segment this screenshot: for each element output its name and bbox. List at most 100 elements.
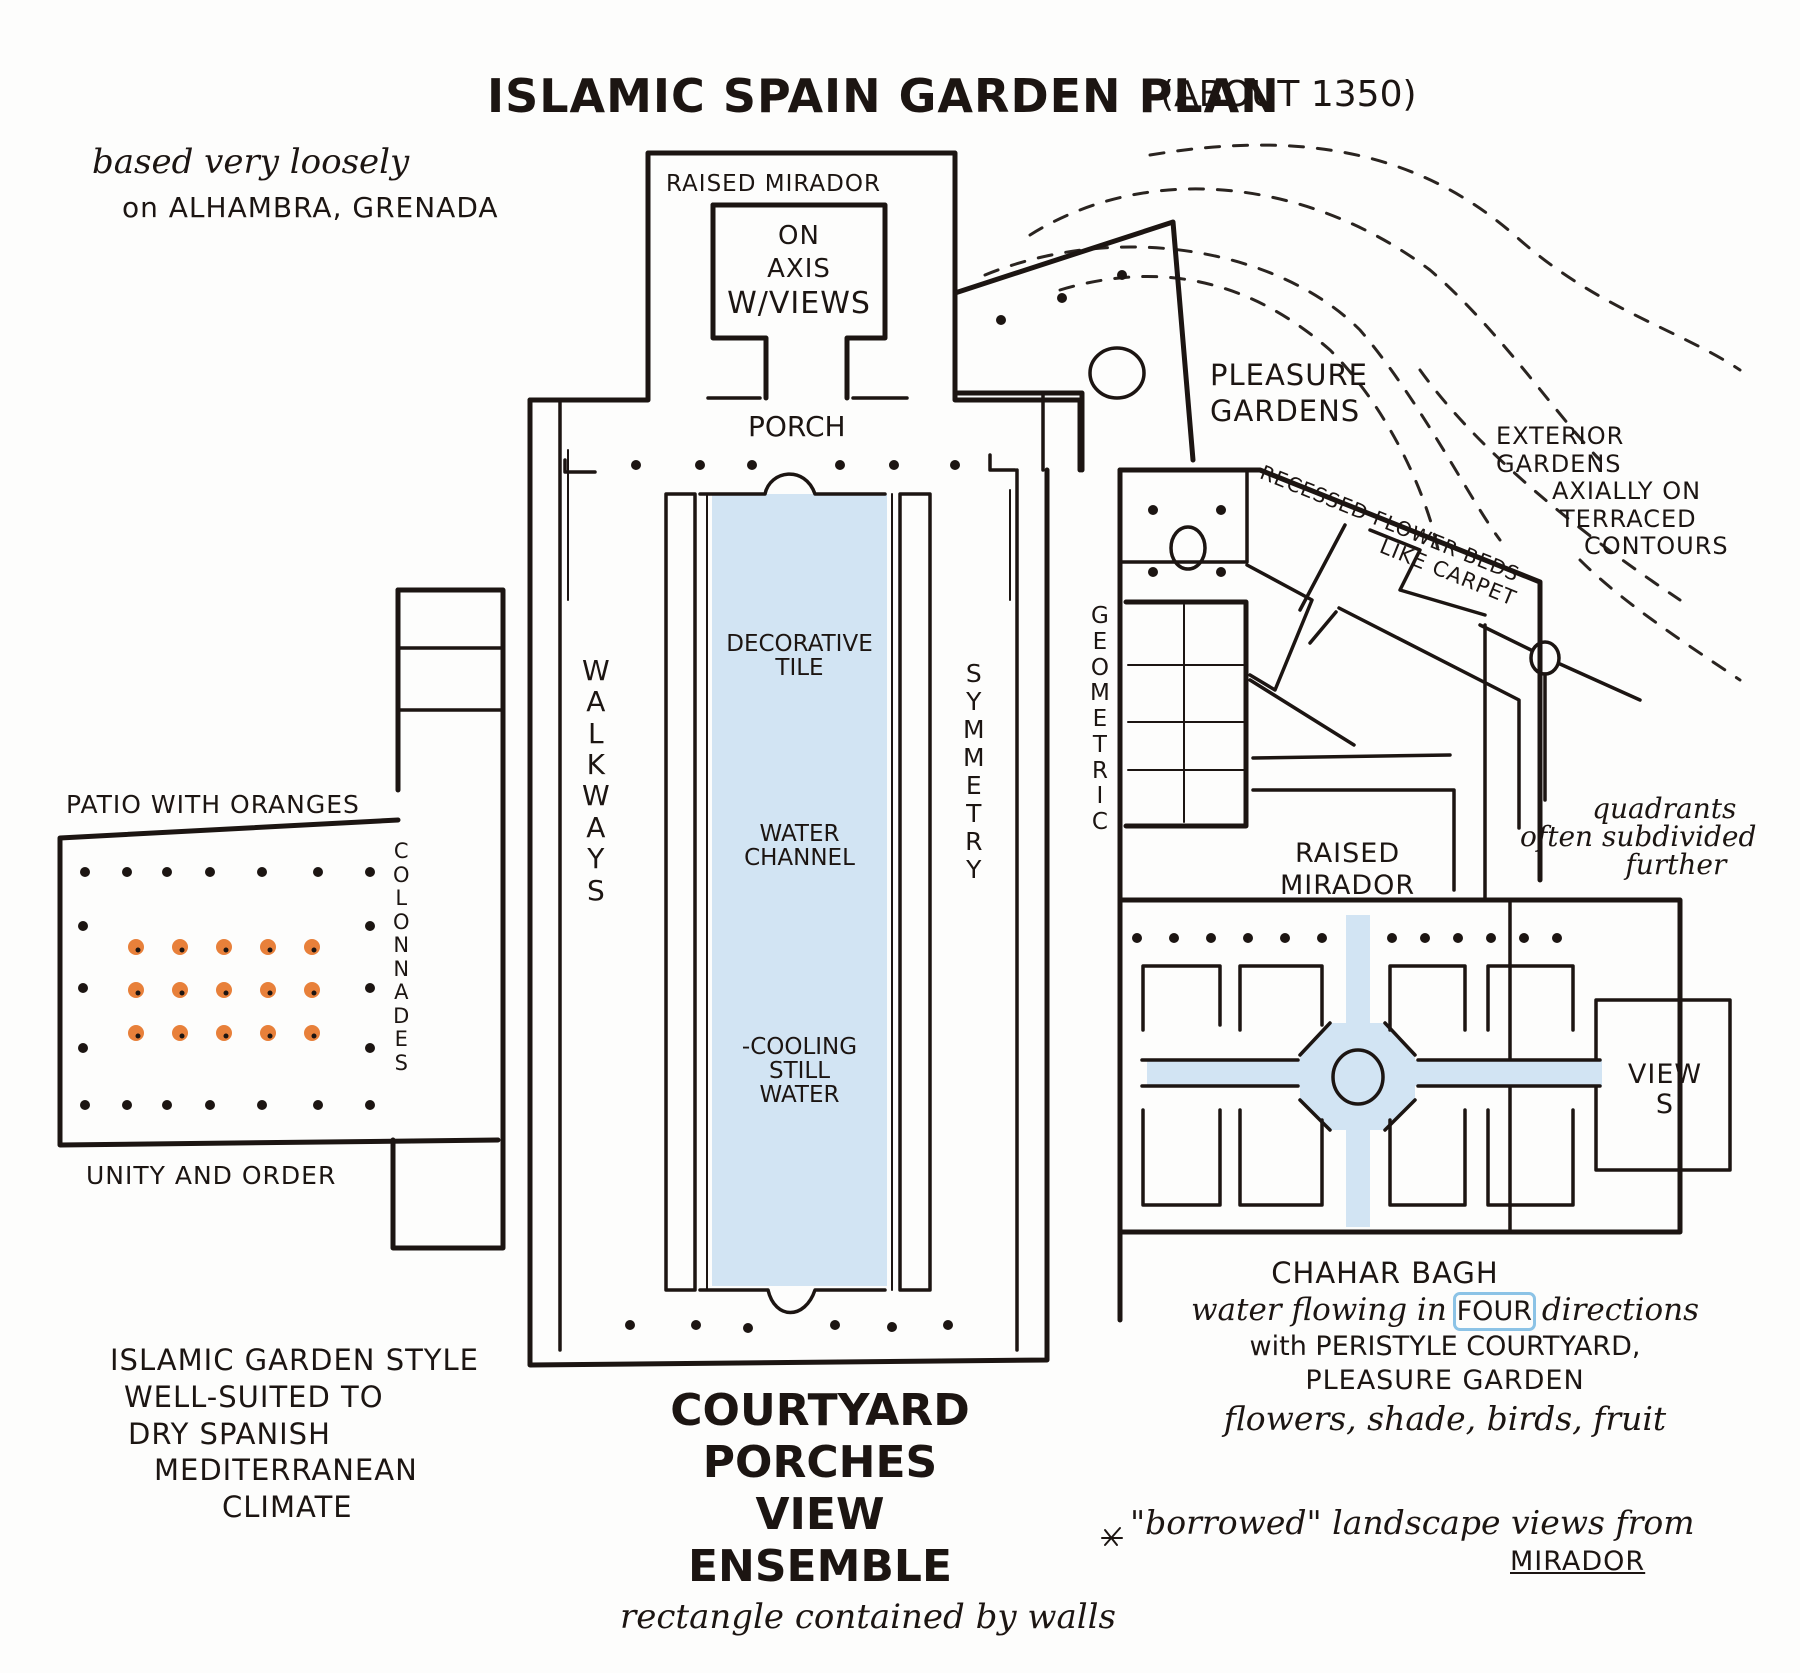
chahar-bagh-line1: water flowing in FOUR directions xyxy=(1165,1291,1725,1332)
channel-label-line: WATER xyxy=(759,1082,840,1109)
orange-tree xyxy=(128,982,144,998)
orange-tree xyxy=(128,1025,144,1041)
star-icon xyxy=(1101,1527,1123,1546)
courtyard-caption: COURTYARD PORCHES VIEW ENSEMBLE xyxy=(660,1385,980,1593)
patio-column xyxy=(80,867,90,877)
water-channel-label: WATER CHANNEL xyxy=(712,822,887,870)
peristyle-column xyxy=(1486,933,1496,943)
views-box-line: VIEW xyxy=(1627,1059,1703,1090)
orange-tree-trunk xyxy=(311,1033,317,1039)
chahar-bagh-line2: with PERISTYLE COURTYARD, xyxy=(1249,1331,1641,1362)
peristyle-column xyxy=(1280,933,1290,943)
porch-label: PORCH xyxy=(748,410,846,443)
peristyle-column xyxy=(1317,933,1327,943)
geometric-letter: M xyxy=(1090,680,1110,707)
colonnades-letter: O xyxy=(393,909,410,934)
orange-tree xyxy=(260,939,276,955)
walkways-letter: W xyxy=(582,779,610,813)
patio-columns xyxy=(78,867,375,1110)
source-note-line2: on ALHAMBRA, GRENADA xyxy=(122,191,499,224)
geometric-letter: C xyxy=(1091,809,1108,835)
colonnades-letter: N xyxy=(393,956,410,981)
colonnades-letter: N xyxy=(393,933,410,958)
channel-label-line: STILL xyxy=(768,1058,831,1085)
patio-column xyxy=(365,1043,375,1053)
climate-note-line: WELL-SUITED TO xyxy=(124,1379,384,1414)
peristyle-column xyxy=(1420,933,1430,943)
patio-column xyxy=(78,1043,88,1053)
orange-tree xyxy=(304,982,320,998)
courtyard-caption-line: PORCHES xyxy=(702,1436,938,1488)
peristyle-column xyxy=(1453,933,1463,943)
patio-column xyxy=(162,867,172,877)
symmetry-letter: T xyxy=(966,799,982,828)
patio-column xyxy=(365,921,375,931)
borrowed-note-line2: MIRADOR xyxy=(1510,1546,1646,1577)
patio-label: PATIO WITH ORANGES xyxy=(66,790,360,819)
symmetry-letter: M xyxy=(963,743,985,772)
mirador-axis-line: AXIS xyxy=(767,253,831,284)
exterior-gardens-line: TERRACED xyxy=(1560,504,1697,533)
patio-column xyxy=(122,1100,132,1110)
channel-label-line: WATER xyxy=(759,821,840,847)
orange-tree-trunk xyxy=(135,1033,141,1039)
pleasure-garden-structure xyxy=(952,219,1196,473)
orange-tree-trunk xyxy=(179,1033,185,1039)
chahar-bagh-title: CHAHAR BAGH xyxy=(1271,1256,1499,1290)
orange-tree-trunk xyxy=(179,947,185,953)
patio-column xyxy=(365,983,375,993)
decorative-tile-label: DECORATIVE TILE xyxy=(712,632,887,680)
orange-tree-trunk xyxy=(223,1033,229,1039)
walkways-letter: A xyxy=(586,810,606,844)
chahar-bagh-columns xyxy=(1132,933,1562,943)
chahar-bagh-line1-pre: water flowing in xyxy=(1190,1292,1457,1329)
orange-tree xyxy=(172,939,188,955)
patio-column xyxy=(365,867,375,877)
courtyard-walls xyxy=(527,398,1050,1368)
patio-column xyxy=(205,867,215,877)
geometric-letter: R xyxy=(1091,757,1108,784)
orange-tree xyxy=(216,982,232,998)
patio-column xyxy=(122,867,132,877)
pleasure-gardens-line: GARDENS xyxy=(1210,394,1361,429)
colonnades-letter: E xyxy=(394,1027,408,1052)
left-wing-rooms xyxy=(390,587,506,1251)
quadrants-note-line: quadrants xyxy=(1592,792,1737,825)
colonnades-letter: S xyxy=(394,1050,408,1075)
views-box-label: VIEW S xyxy=(1620,1060,1710,1119)
orange-tree-trunk xyxy=(135,990,141,996)
exterior-gardens-line: AXIALLY ON xyxy=(1552,477,1702,506)
colonnades-letter: O xyxy=(393,862,410,887)
walkways-letter: W xyxy=(582,654,610,687)
porch-columns xyxy=(625,460,960,1333)
geometric-letter: G xyxy=(1091,603,1109,629)
orange-tree-trunk xyxy=(179,990,185,996)
climate-note-line: CLIMATE xyxy=(222,1490,353,1525)
patio-column xyxy=(80,1100,90,1110)
peristyle-column xyxy=(1132,933,1142,943)
orange-tree-trunk xyxy=(223,990,229,996)
mirador-axis-line: W/VIEWS xyxy=(727,286,871,321)
patio-column xyxy=(257,1100,267,1110)
patio-column xyxy=(78,921,88,931)
symmetry-letter: E xyxy=(965,771,982,800)
orange-trees xyxy=(128,939,320,1041)
geometric-letter: T xyxy=(1092,731,1107,758)
chahar-bagh-note: CHAHAR BAGH water flowing in FOUR direct… xyxy=(1165,1255,1725,1439)
plan-date: (ABOUT 1350) xyxy=(1160,74,1417,115)
colonnades-letter: L xyxy=(395,886,408,911)
chahar-bagh-line3: PLEASURE GARDEN xyxy=(1305,1364,1585,1396)
right-mirador-line: RAISED xyxy=(1295,838,1401,869)
peristyle-column xyxy=(1519,933,1529,943)
patio-column xyxy=(365,1100,375,1110)
water-channel xyxy=(664,472,932,1315)
orange-tree-trunk xyxy=(267,990,273,996)
climate-note-line: DRY SPANISH xyxy=(128,1416,331,1451)
symmetry-letter: Y xyxy=(966,687,982,716)
orange-tree xyxy=(304,939,320,955)
symmetry-letter: M xyxy=(963,715,985,744)
